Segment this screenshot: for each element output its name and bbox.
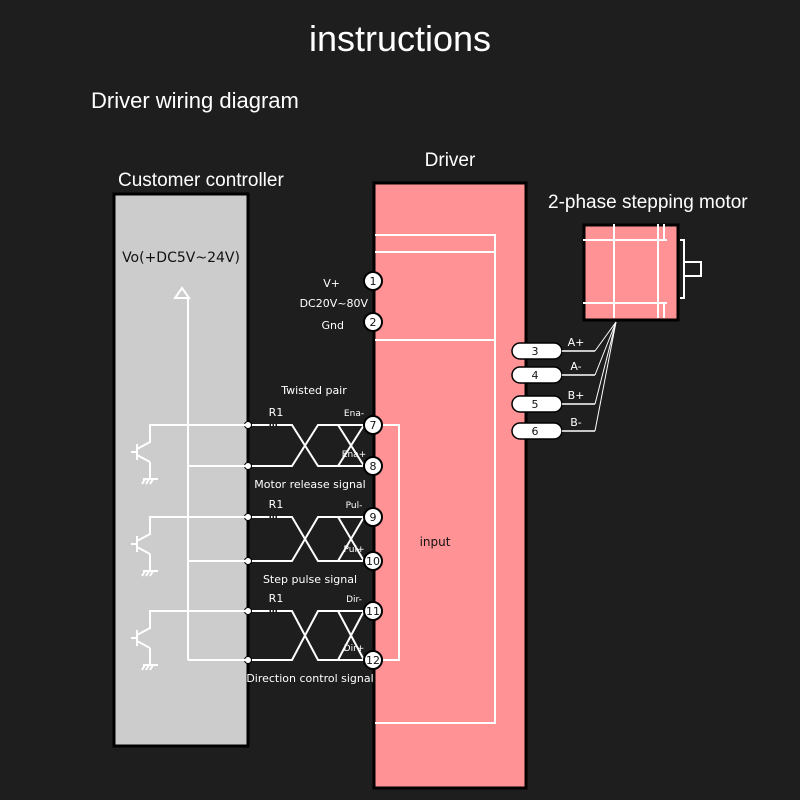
motor-title: 2-phase stepping motor: [548, 192, 748, 213]
motor-wire: [594, 321, 617, 405]
motor-terminal-4: 4 A-: [511, 321, 617, 384]
twisted-pair-label: Twisted pair: [280, 384, 347, 397]
resistor-label: R1: [269, 406, 284, 419]
pin-9: [363, 507, 383, 527]
twisted-wire: [248, 516, 365, 562]
terminal-label: Dir+: [344, 644, 365, 654]
pin-number: 9: [370, 511, 377, 524]
pin-8: [363, 456, 383, 476]
voltage-range-label: DC20V~80V: [300, 297, 369, 310]
controller-box: [112, 192, 250, 748]
controller-transistors: [131, 424, 248, 671]
motor-wire: [594, 321, 617, 352]
pin-2: 2: [363, 312, 383, 332]
terminal-label: Dir-: [346, 595, 362, 605]
motor-terminal-6: 6 B-: [511, 321, 617, 440]
motor-wire: [594, 321, 617, 376]
phase-label: B-: [570, 416, 582, 429]
motor-terminals: 3 A+ 4 A- 5 B+ 6 B-: [511, 321, 617, 440]
transistor-icon: [131, 516, 248, 577]
svg-text:1: 1: [370, 275, 377, 288]
driver-title: Driver: [424, 150, 476, 171]
pin-7: [363, 415, 383, 435]
phase-label: A+: [568, 336, 585, 349]
terminal-pin-number: 4: [532, 369, 539, 382]
twisted-wire: [278, 424, 365, 467]
twisted-wire: [248, 610, 365, 661]
motor-wire: [594, 321, 617, 432]
resistor-label: R1: [269, 498, 284, 511]
twisted-wire: [248, 424, 365, 467]
controller-title: Customer controller: [118, 170, 284, 191]
stepper-motor: [582, 223, 702, 322]
terminal-label: Pul-: [346, 501, 363, 511]
supply-arrow-icon: [173, 286, 191, 299]
vplus-label: V+: [323, 277, 340, 290]
signal-name: Motor release signal: [254, 478, 365, 491]
terminal-label: Ena+: [342, 450, 366, 460]
input-label: input: [420, 535, 451, 549]
supply-label: Vo(+DC5V~24V): [122, 250, 240, 266]
pin-number: 10: [366, 555, 380, 568]
terminal-label: Ena-: [344, 409, 364, 419]
phase-label: A-: [570, 360, 581, 373]
motor-shaft: [683, 261, 702, 277]
driver-box: [372, 181, 528, 790]
transistor-icon: [131, 610, 248, 671]
terminal-pin-number: 3: [532, 345, 539, 358]
driver-internal-wiring: [372, 234, 496, 724]
diagram-subtitle: Driver wiring diagram: [91, 88, 299, 113]
terminal-pin-number: 6: [532, 425, 539, 438]
motor-terminal-5: 5 B+: [511, 321, 617, 413]
page-title: instructions: [308, 18, 492, 59]
gnd-label: Gnd: [322, 319, 344, 332]
pin-12: [363, 650, 383, 670]
pin-11: [363, 601, 383, 621]
pin-10: [363, 551, 383, 571]
pin-number: 11: [366, 605, 380, 618]
twisted-wire: [278, 610, 365, 661]
resistor-label: R1: [269, 592, 284, 605]
svg-text:2: 2: [370, 316, 377, 329]
terminal-pin-number: 5: [532, 398, 539, 411]
terminal-label: Pul+: [343, 545, 364, 555]
pin-number: 7: [370, 419, 377, 432]
pin-1: 1: [363, 271, 383, 291]
signal-name: Step pulse signal: [263, 573, 357, 586]
phase-label: B+: [568, 389, 585, 402]
transistor-icon: [131, 424, 248, 485]
signal-name: Direction control signal: [246, 672, 373, 685]
twisted-wire: [278, 516, 365, 562]
motor-terminal-3: 3 A+: [511, 321, 617, 360]
pin-number: 8: [370, 460, 377, 473]
pin-number: 12: [366, 654, 380, 667]
